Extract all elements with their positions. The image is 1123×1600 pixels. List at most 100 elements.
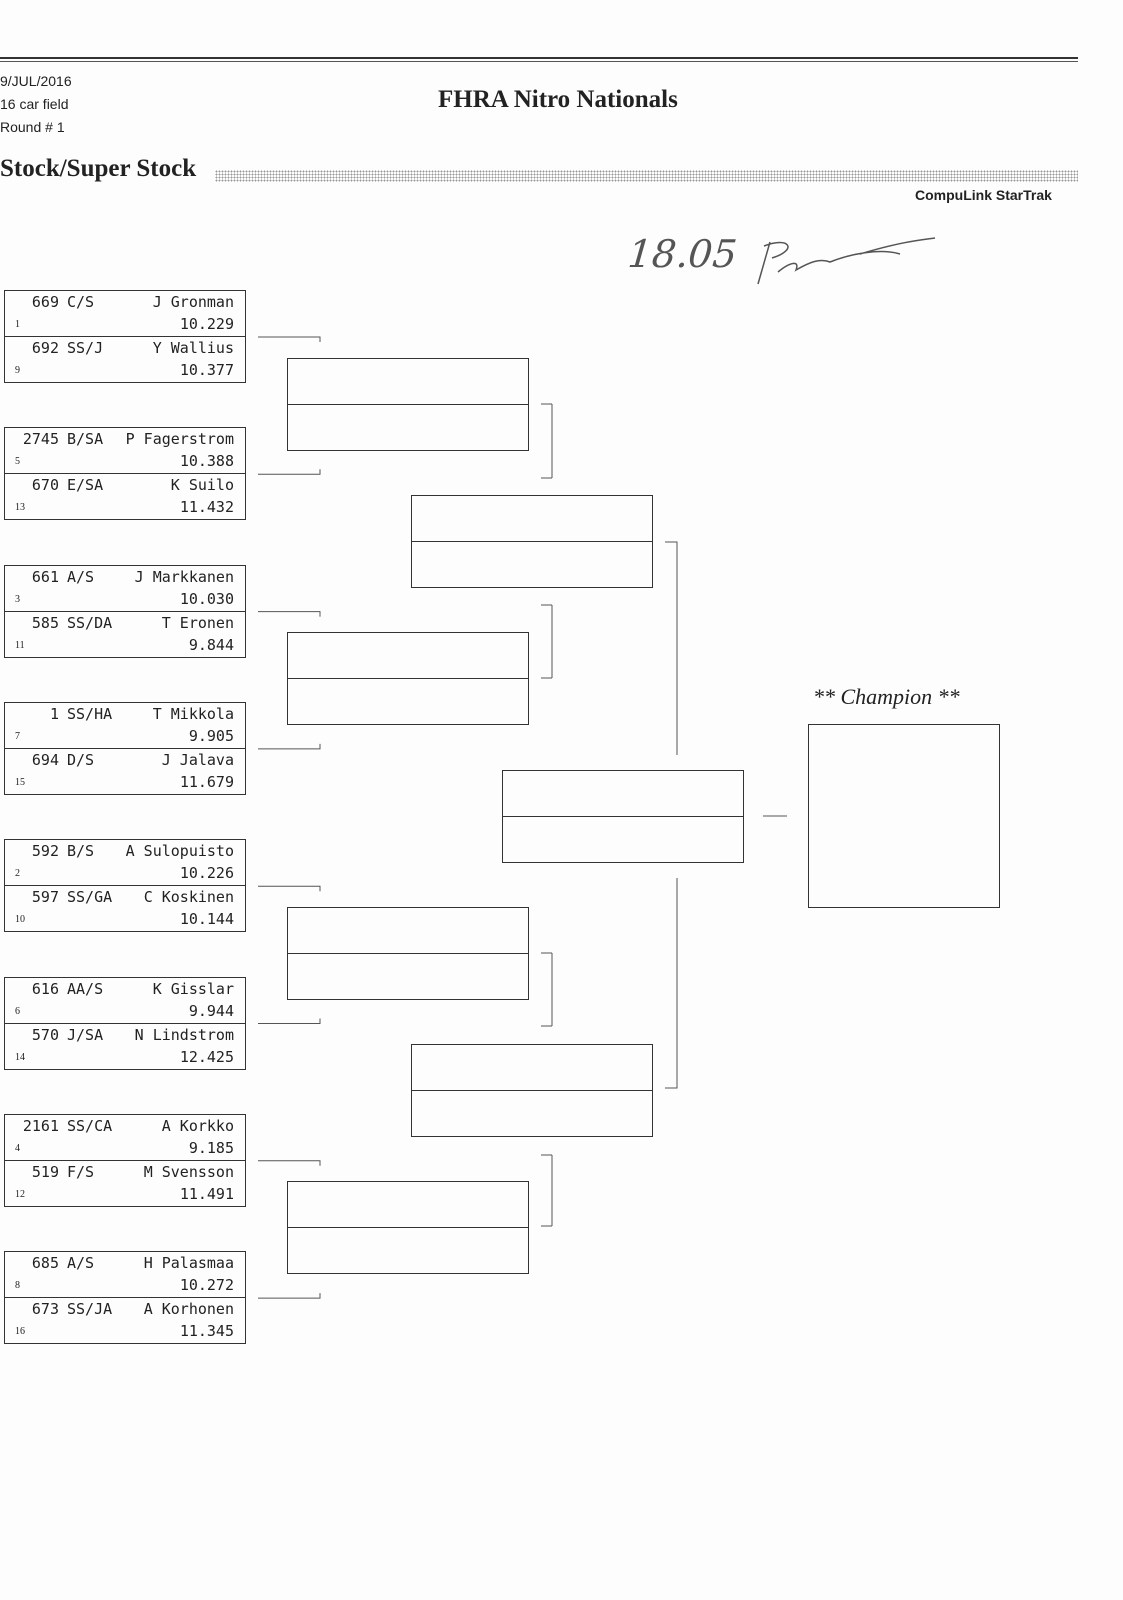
top-rule xyxy=(0,57,1078,59)
car-class: B/SA xyxy=(67,430,104,449)
racer-entry: 2745 B/SA P Fagerstrom 10.388 5 xyxy=(5,428,245,473)
car-number: 570 xyxy=(31,1025,59,1044)
elapsed-time: 10.388 xyxy=(179,452,234,471)
car-number: 692 xyxy=(31,339,59,357)
car-class: AA/S xyxy=(67,979,104,998)
car-class: SS/JA xyxy=(67,1300,113,1319)
champion-label: ** Champion ** xyxy=(813,684,960,709)
seed-number: 6 xyxy=(15,1005,20,1017)
car-class: A/S xyxy=(67,1254,95,1273)
car-number: 616 xyxy=(31,979,59,998)
class-title: Stock/Super Stock xyxy=(0,155,201,183)
racer-entry: 692 SS/J Y Wallius 10.377 9 xyxy=(5,336,245,382)
elapsed-time: 10.229 xyxy=(179,315,234,333)
seed-number: 9 xyxy=(15,365,20,376)
round-number: Round # 1 xyxy=(0,119,65,135)
result-slot xyxy=(288,359,528,404)
seed-number: 4 xyxy=(15,1142,20,1154)
driver-name: C Koskinen xyxy=(143,888,234,907)
driver-name: T Eronen xyxy=(161,613,234,632)
car-class: SS/HA xyxy=(67,704,113,723)
seed-number: 15 xyxy=(15,776,25,788)
event-date: 9/JUL/2016 xyxy=(0,73,72,89)
semifinal-box xyxy=(411,1044,653,1137)
car-class: SS/CA xyxy=(67,1116,113,1135)
seed-number: 11 xyxy=(15,639,25,651)
elapsed-time: 11.432 xyxy=(179,498,234,517)
elapsed-time: 10.272 xyxy=(179,1276,234,1295)
result-slot xyxy=(503,816,743,862)
driver-name: A Korkko xyxy=(161,1116,234,1135)
car-class: E/SA xyxy=(67,476,104,495)
driver-name: A Korhonen xyxy=(143,1300,234,1319)
seed-number: 8 xyxy=(15,1280,20,1292)
matchup: 685 A/S H Palasmaa 10.272 8 673 SS/JA A Korhone… xyxy=(4,1251,246,1345)
driver-name: N Lindstrom xyxy=(134,1025,234,1044)
elapsed-time: 9.905 xyxy=(188,726,234,745)
elapsed-time: 10.226 xyxy=(179,864,234,883)
connector-lines xyxy=(258,336,787,1299)
racer-entry: 585 SS/DA T Eronen 9.844 11 xyxy=(5,610,245,657)
event-title: FHRA Nitro Nationals xyxy=(438,86,678,113)
round2-box xyxy=(287,632,529,725)
car-number: 585 xyxy=(31,613,59,632)
elapsed-time: 9.844 xyxy=(188,635,234,654)
final-box xyxy=(502,770,744,863)
elapsed-time: 9.185 xyxy=(188,1138,234,1157)
elapsed-time: 11.679 xyxy=(179,772,234,791)
car-number: 673 xyxy=(31,1300,59,1319)
car-number: 661 xyxy=(31,567,59,586)
seed-number: 16 xyxy=(15,1326,25,1338)
seed-number: 14 xyxy=(15,1051,25,1063)
car-class: A/S xyxy=(67,567,95,586)
driver-name: J Markkanen xyxy=(134,567,234,586)
car-number: 694 xyxy=(31,750,59,769)
driver-name: H Palasmaa xyxy=(143,1254,234,1273)
round2-box xyxy=(287,907,529,1000)
result-slot xyxy=(288,1227,528,1273)
driver-name: Y Wallius xyxy=(152,339,234,357)
brand-label: CompuLink StarTrak xyxy=(915,187,1052,203)
result-slot xyxy=(412,1045,652,1090)
elapsed-time: 10.377 xyxy=(179,361,234,379)
car-number: 597 xyxy=(31,888,59,907)
result-slot xyxy=(412,1090,652,1136)
seed-number: 5 xyxy=(15,456,20,468)
result-slot xyxy=(288,633,528,678)
driver-name: P Fagerstrom xyxy=(125,430,234,449)
seed-number: 2 xyxy=(15,868,20,880)
car-number: 2745 xyxy=(22,430,59,449)
elapsed-time: 9.944 xyxy=(188,1001,234,1020)
round2-box xyxy=(287,1181,529,1274)
car-class: B/S xyxy=(67,842,95,861)
elapsed-time: 10.144 xyxy=(179,910,234,929)
driver-name: J Gronman xyxy=(152,293,234,311)
car-class: SS/J xyxy=(67,339,104,357)
elapsed-time: 12.425 xyxy=(179,1047,234,1066)
car-number: 519 xyxy=(31,1162,59,1181)
elapsed-time: 11.491 xyxy=(179,1184,234,1203)
result-slot xyxy=(288,908,528,953)
seed-number: 1 xyxy=(15,319,20,330)
car-class: SS/DA xyxy=(67,613,113,632)
handwritten-signature xyxy=(757,237,936,285)
driver-name: K Suilo xyxy=(170,476,234,495)
car-number: 1 xyxy=(49,704,59,723)
dotted-divider xyxy=(215,170,1078,182)
round2-box xyxy=(287,358,529,451)
driver-name: K Gisslar xyxy=(152,979,234,998)
car-number: 685 xyxy=(31,1254,59,1273)
